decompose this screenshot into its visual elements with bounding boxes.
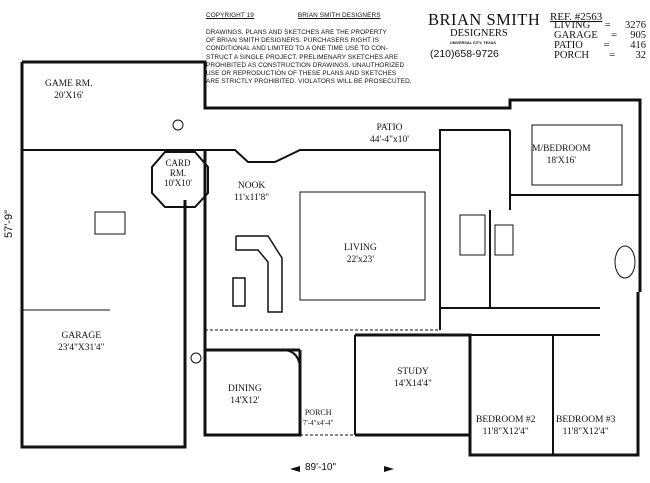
area-row: PATIO=416 bbox=[554, 40, 646, 51]
room-living: LIVING 22'x23' bbox=[344, 242, 377, 266]
room-bedroom-3: BEDROOM #3 11'8"X12'4" bbox=[556, 414, 615, 438]
fixtures bbox=[94, 119, 636, 364]
room-garage: GARAGE 23'4"X31'4" bbox=[58, 330, 105, 354]
room-name: STUDY bbox=[397, 367, 429, 377]
room-name: NOOK bbox=[237, 181, 266, 191]
room-patio: PATIO 44'-4"x10' bbox=[370, 122, 409, 146]
room-master-bedroom: M/BEDROOM 18'X16' bbox=[532, 143, 591, 167]
room-dining: DINING 14'X12' bbox=[228, 383, 262, 407]
area-value: 3276 bbox=[624, 20, 646, 31]
notice-line: PROHIBITED AS CONSTRUCTION DRAWINGS. UNA… bbox=[206, 61, 405, 69]
room-size: 10'X10' bbox=[164, 178, 192, 188]
room-bedroom-2: BEDROOM #2 11'8"X12'4" bbox=[476, 414, 535, 438]
copyright-text: COPYRIGHT 19 bbox=[206, 12, 254, 19]
notice-line: USE OR REPRODUCTION OF THESE PLANS AND S… bbox=[206, 70, 397, 78]
room-name: DINING bbox=[228, 384, 262, 394]
area-value: 416 bbox=[630, 40, 646, 51]
brand-location: UNIVERSAL CITY, TEXAS bbox=[450, 41, 496, 45]
interior-walls bbox=[22, 129, 640, 455]
area-label: PATIO bbox=[554, 40, 583, 51]
room-name: LIVING bbox=[344, 243, 377, 253]
room-name: CARD RM. bbox=[165, 158, 191, 178]
area-label: GARAGE bbox=[554, 30, 598, 41]
room-name: PATIO bbox=[376, 123, 403, 133]
notice-line: DRAWINGS, PLANS AND SKETCHES ARE THE PRO… bbox=[206, 29, 387, 36]
room-size: 22'x23' bbox=[346, 255, 374, 265]
room-size: 44'-4"x10' bbox=[370, 135, 409, 145]
copyright-owner: BRIAN SMITH DESIGNERS bbox=[297, 12, 381, 19]
area-label: PORCH bbox=[554, 50, 590, 61]
room-size: 11'x11'8" bbox=[234, 193, 270, 203]
room-nook: NOOK 11'x11'8" bbox=[234, 180, 269, 204]
room-size: 11'8"X12'4" bbox=[562, 427, 609, 437]
brand-phone: (210)658-9726 bbox=[430, 48, 499, 60]
room-size: 23'4"X31'4" bbox=[58, 343, 105, 353]
area-label: LIVING bbox=[554, 20, 591, 31]
dimension-arrows bbox=[290, 466, 394, 472]
area-value: 32 bbox=[635, 50, 647, 61]
area-row: LIVING=3276 bbox=[554, 20, 646, 31]
room-size: 14'X14'4" bbox=[394, 379, 432, 389]
copyright-notice: DRAWINGS, PLANS AND SKETCHES ARE THE PRO… bbox=[206, 29, 412, 86]
room-name: BEDROOM #3 bbox=[556, 415, 616, 425]
area-row: GARAGE=905 bbox=[554, 30, 646, 41]
room-size: 11'8"X12'4" bbox=[482, 427, 529, 437]
room-size: 7'-4"x4'-4" bbox=[303, 419, 334, 427]
room-name: GARAGE bbox=[61, 331, 102, 341]
notice-line: OF BRIAN SMITH DESIGNERS. PURCHASERS RIG… bbox=[206, 37, 380, 45]
room-name: PORCH bbox=[304, 408, 332, 417]
depth-dimension: 57'-9" bbox=[3, 210, 15, 239]
notice-line: CONDITIONAL AND LIMITED TO A ONE TIME US… bbox=[206, 45, 388, 53]
room-size: 20'X16' bbox=[54, 91, 84, 101]
room-game: GAME RM. 20'X16' bbox=[45, 78, 93, 102]
room-name: GAME RM. bbox=[45, 79, 93, 89]
kitchen-counter bbox=[232, 235, 283, 313]
brand-name: BRIAN SMITH bbox=[428, 10, 541, 29]
exterior-walls bbox=[20, 60, 642, 457]
living-ceiling bbox=[299, 124, 623, 301]
width-dimension: 89'-10" bbox=[305, 462, 337, 473]
brand-sub: DESIGNERS bbox=[450, 28, 508, 39]
area-value: 905 bbox=[630, 30, 646, 41]
notice-line: STRUCT A SINGLE PROJECT. PRELIMENARY SKE… bbox=[206, 53, 399, 61]
area-table: LIVING=3276 GARAGE=905 PATIO=416 PORCH=3… bbox=[554, 20, 647, 61]
room-name: BEDROOM #2 bbox=[476, 415, 536, 425]
ref-number: REF. #2563 bbox=[550, 11, 603, 23]
room-size: 14'X12' bbox=[230, 396, 260, 406]
room-size: 18'X16' bbox=[546, 156, 576, 166]
room-name: M/BEDROOM bbox=[532, 144, 591, 154]
copyright-line: COPYRIGHT 19 BRIAN SMITH DESIGNERS bbox=[206, 12, 381, 20]
area-row: PORCH=32 bbox=[554, 50, 647, 61]
room-porch: PORCH 7'-4"x4'-4" bbox=[303, 408, 333, 428]
room-study: STUDY 14'X14'4" bbox=[394, 366, 432, 390]
room-card: CARD RM.10'X10' bbox=[163, 158, 193, 188]
notice-line: ARE STRICTLY PROHIBITED. VIOLATORS WILL … bbox=[206, 78, 412, 86]
